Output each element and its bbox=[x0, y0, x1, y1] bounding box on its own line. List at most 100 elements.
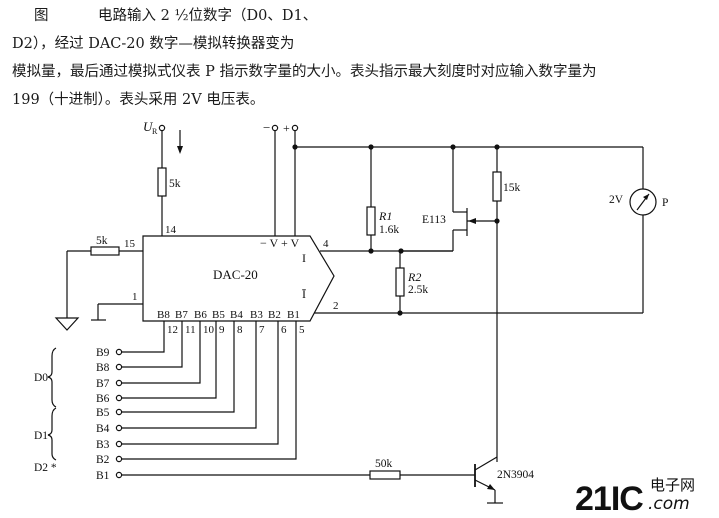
caption-line-3: 模拟量，最后通过模拟式仪表 P 指示数字量的大小。表头指示最大刻度时对应输入数字… bbox=[12, 64, 597, 80]
input-terminal-b6[interactable] bbox=[115, 394, 123, 402]
input-label-b6: B6 bbox=[96, 393, 110, 405]
resistor-15k: 15k bbox=[492, 147, 521, 462]
resistor-r2: R2 2.5k bbox=[395, 251, 428, 313]
pin-2-label: 2 bbox=[333, 300, 339, 312]
bit-lead-pin-12 bbox=[122, 321, 165, 353]
dac-name: DAC-20 bbox=[213, 267, 258, 282]
neg-ref-branch: 15 5k bbox=[54, 235, 143, 331]
ur-subscript: R bbox=[152, 127, 158, 136]
input-label-b7: B7 bbox=[96, 378, 110, 390]
input-terminal-b5[interactable] bbox=[115, 408, 123, 416]
supply-terminals: − + bbox=[263, 120, 299, 236]
bit-lead-pin-5 bbox=[122, 321, 297, 460]
resistor-ref bbox=[157, 167, 167, 197]
input-label-b8: B8 bbox=[96, 362, 110, 374]
group-d2: D2 * bbox=[34, 462, 57, 474]
caption-line-4: 199（十进制）。表头采用 2V 电压表。 bbox=[12, 92, 265, 108]
r1-value: 1.6k bbox=[379, 224, 399, 236]
bit-label-b5: B5 bbox=[212, 309, 225, 321]
r-base-label: 50k bbox=[375, 458, 393, 470]
input-label-b1: B1 bbox=[96, 470, 110, 482]
watermark-domain: .com bbox=[648, 494, 690, 514]
bit-pin-5-label: 5 bbox=[299, 324, 305, 336]
input-label-b3: B3 bbox=[96, 439, 110, 451]
meter-p: 2V P bbox=[609, 147, 668, 313]
input-terminal-b4[interactable] bbox=[115, 424, 123, 432]
bit-label-b4: B4 bbox=[230, 309, 243, 321]
ur-terminal[interactable] bbox=[158, 124, 166, 132]
bit-pin-8-label: 8 bbox=[237, 324, 243, 336]
input-terminal-b7[interactable] bbox=[115, 379, 123, 387]
ground-symbol-icon bbox=[54, 317, 80, 331]
r2-name: R2 bbox=[407, 270, 421, 284]
caption-line-1: 电路输入 2 ½位数字（D0、D1、 bbox=[98, 8, 318, 24]
bit-pin-6-label: 6 bbox=[281, 324, 287, 336]
bit-lead-pin-11 bbox=[122, 321, 183, 368]
pin-1-ground: 1 bbox=[91, 291, 143, 321]
r-neg-label: 5k bbox=[96, 235, 108, 247]
reference-input: U R 5k 14 bbox=[143, 119, 183, 236]
resistor-50k bbox=[369, 470, 401, 480]
input-label-b4: B4 bbox=[96, 423, 110, 435]
group-braces: D0 D1 D2 * bbox=[34, 347, 57, 474]
bit-label-b3: B3 bbox=[250, 309, 263, 321]
minus-label: − bbox=[263, 120, 270, 135]
bit-pin-9-label: 9 bbox=[219, 324, 225, 336]
bit-pin-10-label: 10 bbox=[203, 324, 215, 336]
input-terminal-b8[interactable] bbox=[115, 363, 123, 371]
bit-label-b7: B7 bbox=[175, 309, 188, 321]
figure-label: 图 bbox=[34, 8, 49, 24]
input-label-b2: B2 bbox=[96, 454, 110, 466]
bit-label-b6: B6 bbox=[194, 309, 207, 321]
r-ref-label: 5k bbox=[169, 178, 181, 190]
pin-14-label: 14 bbox=[165, 224, 177, 236]
input-terminal-b3[interactable] bbox=[115, 440, 123, 448]
bit-lead-pin-8 bbox=[122, 321, 235, 413]
bit-pin-7-label: 7 bbox=[259, 324, 265, 336]
supply-pins-label: − V + V bbox=[260, 236, 300, 250]
transistor-2n3904: 2N3904 bbox=[474, 456, 534, 504]
r1-name: R1 bbox=[378, 209, 392, 223]
bit-label-b1: B1 bbox=[287, 309, 300, 321]
plus-terminal[interactable] bbox=[291, 124, 299, 132]
bit-label-b8: B8 bbox=[157, 309, 170, 321]
input-label-b5: B5 bbox=[96, 407, 110, 419]
pin-1-label: 1 bbox=[132, 291, 138, 303]
ur-label: U bbox=[143, 119, 154, 134]
input-terminal-b2[interactable] bbox=[115, 455, 123, 463]
b1-base-branch: 50k bbox=[122, 458, 475, 480]
bit-pin-11-label: 11 bbox=[185, 324, 196, 336]
meter-name: P bbox=[662, 197, 668, 209]
input-label-b9: B9 bbox=[96, 347, 110, 359]
plus-label: + bbox=[283, 121, 290, 135]
bit-lead-pin-10 bbox=[122, 321, 201, 384]
r2-value: 2.5k bbox=[408, 284, 428, 296]
bit-pin-12-label: 12 bbox=[167, 324, 178, 336]
r-drain-label: 15k bbox=[503, 182, 521, 194]
bit-lead-pin-6 bbox=[122, 321, 279, 445]
watermark-brand: 21IC bbox=[575, 480, 643, 518]
group-d0: D0 bbox=[34, 372, 48, 384]
watermark: 21IC 电子网 .com bbox=[575, 476, 695, 518]
resistor-r1: R1 1.6k bbox=[366, 147, 399, 251]
fet-e113: E113 bbox=[401, 147, 500, 252]
resistor-neg bbox=[90, 246, 120, 256]
meter-range: 2V bbox=[609, 194, 624, 206]
out-i-label: I bbox=[302, 251, 306, 265]
watermark-cn: 电子网 bbox=[650, 476, 695, 494]
minus-terminal[interactable] bbox=[271, 124, 279, 132]
caption-line-2: D2），经过 DAC-20 数字—模拟转换器变为 bbox=[12, 36, 295, 52]
bit-label-b2: B2 bbox=[268, 309, 281, 321]
pin-4-label: 4 bbox=[323, 238, 329, 250]
input-terminal-b1[interactable] bbox=[115, 471, 123, 479]
input-terminal-b9[interactable] bbox=[115, 348, 123, 356]
dac-outputs: 4 2 bbox=[314, 238, 643, 316]
pin-15-label: 15 bbox=[124, 238, 136, 250]
bit-lead-pin-9 bbox=[122, 321, 217, 399]
group-d1: D1 bbox=[34, 430, 48, 442]
bit-lead-pin-7 bbox=[122, 321, 257, 429]
